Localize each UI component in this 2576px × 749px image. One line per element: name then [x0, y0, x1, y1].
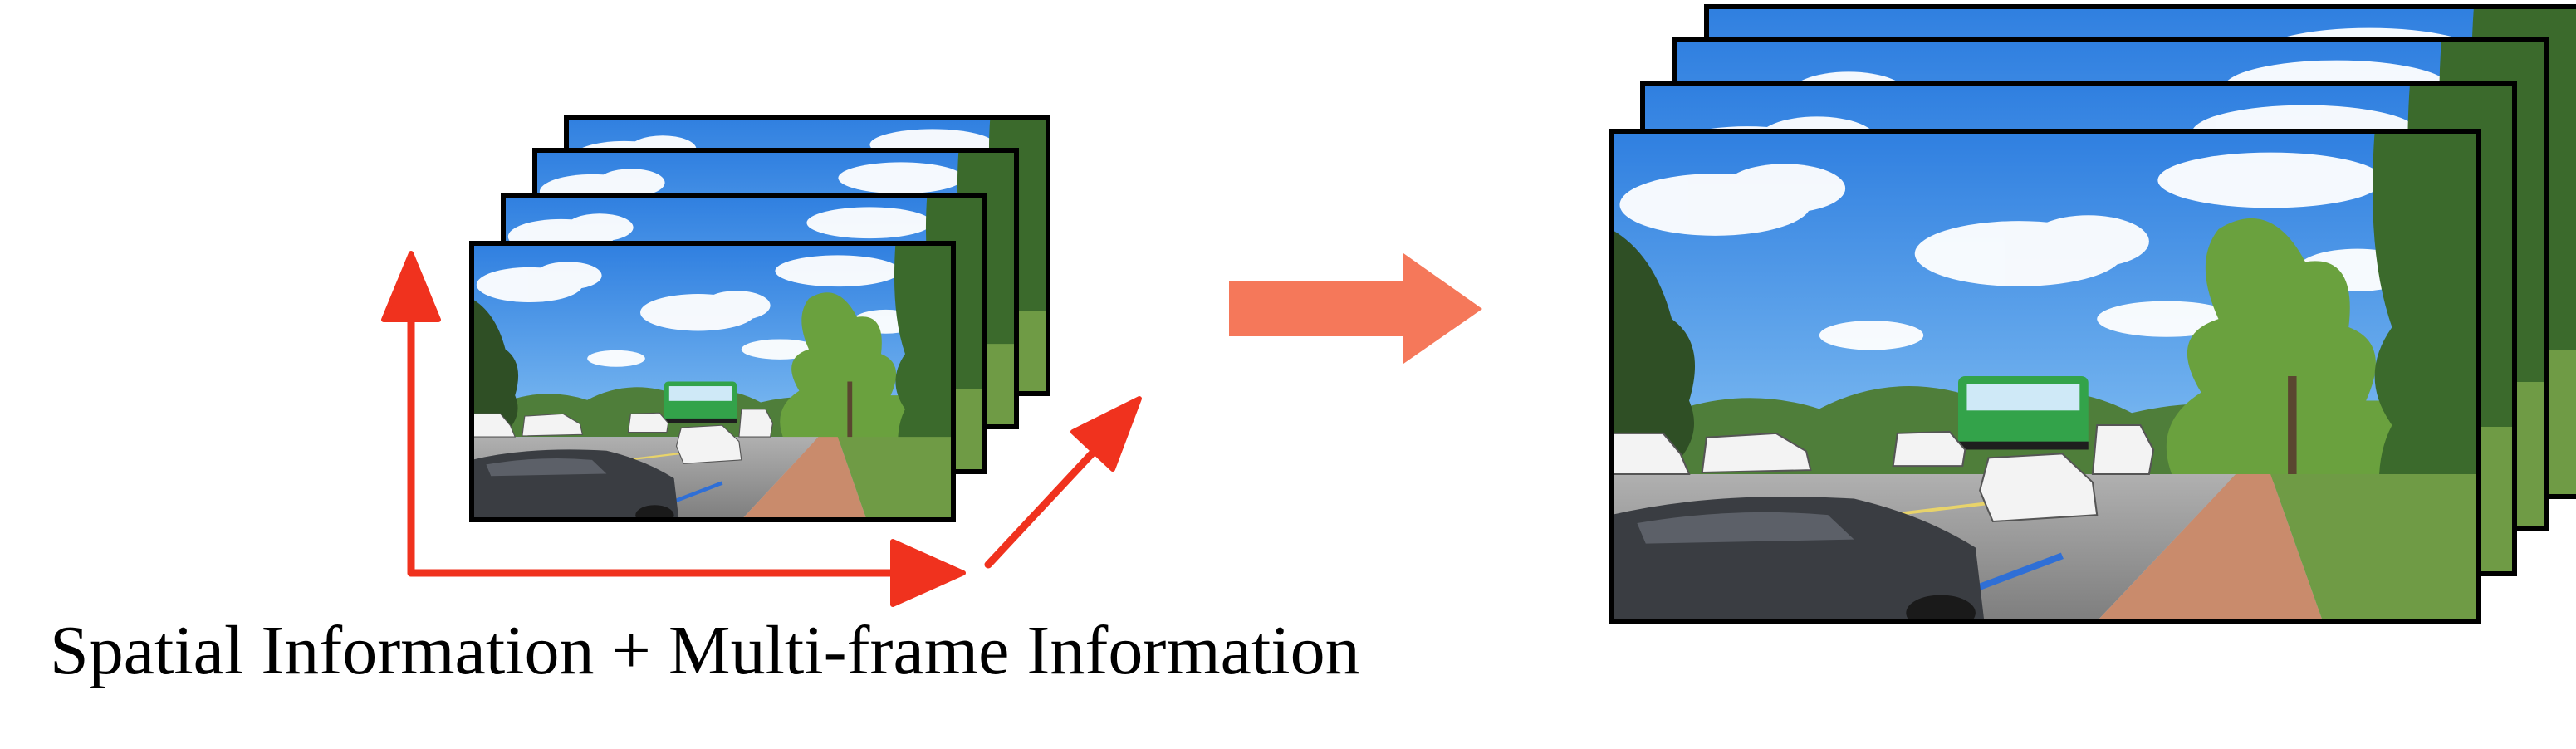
spatial-axes-icon [381, 251, 966, 607]
multi-frame-axis-icon [984, 396, 1142, 569]
output-frame-1 [1609, 129, 2481, 624]
caption-text: Spatial Information + Multi-frame Inform… [50, 612, 1360, 689]
input-frame-1 [469, 241, 956, 522]
output-frame-stack [1609, 4, 2576, 624]
right-arrow-icon [1229, 253, 1482, 364]
input-frame-stack [469, 115, 1050, 522]
